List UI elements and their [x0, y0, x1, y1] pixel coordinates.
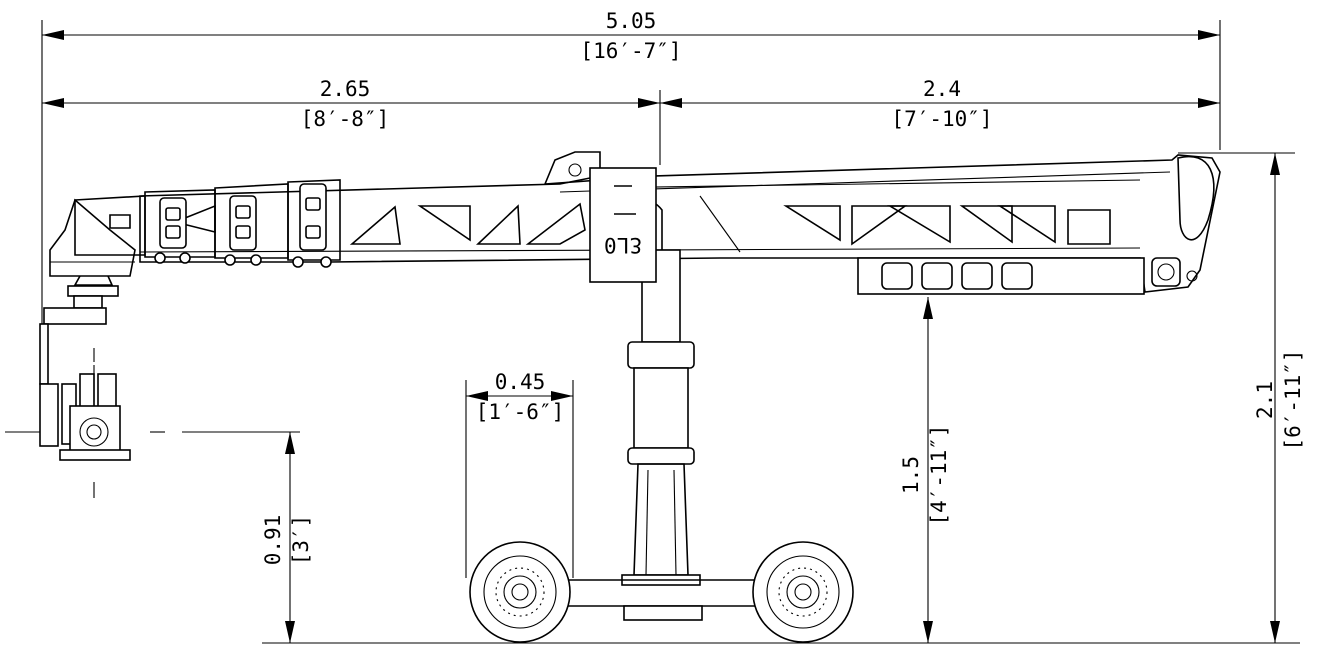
dimension-lines: 5.05 [16′-7″] 2.65 [8′-8″] 2.4 [7′-10″] …	[42, 9, 1305, 643]
overall-length-imperial: [16′-7″]	[580, 39, 681, 63]
center-post: ƐL0	[589, 167, 701, 586]
wheel-track-imperial: [1′-6″]	[476, 400, 565, 424]
arm-clearance-value: 1.5	[899, 456, 923, 494]
left-wheel	[469, 541, 571, 643]
arm-clearance-imperial: [4′-11″]	[927, 424, 951, 525]
dolly-base	[469, 541, 854, 643]
right-wheel	[752, 541, 854, 643]
overall-length-value: 5.05	[606, 9, 657, 33]
crane-arm	[74, 151, 1221, 295]
rear-length-imperial: [8′-8″]	[301, 107, 390, 131]
mount-plate	[589, 167, 657, 283]
front-length-imperial: [7′-10″]	[891, 107, 992, 131]
remote-head	[39, 198, 136, 461]
overall-height-imperial: [6′-11″]	[1281, 349, 1305, 450]
wheel-track-value: 0.45	[495, 370, 546, 394]
lens-height-value: 0.91	[261, 515, 285, 566]
rear-length-value: 2.65	[320, 77, 371, 101]
overall-height-value: 2.1	[1253, 381, 1277, 419]
lens-height-imperial: [3′]	[289, 515, 313, 566]
plate-label: ƐL0	[604, 233, 642, 257]
front-length-value: 2.4	[923, 77, 961, 101]
